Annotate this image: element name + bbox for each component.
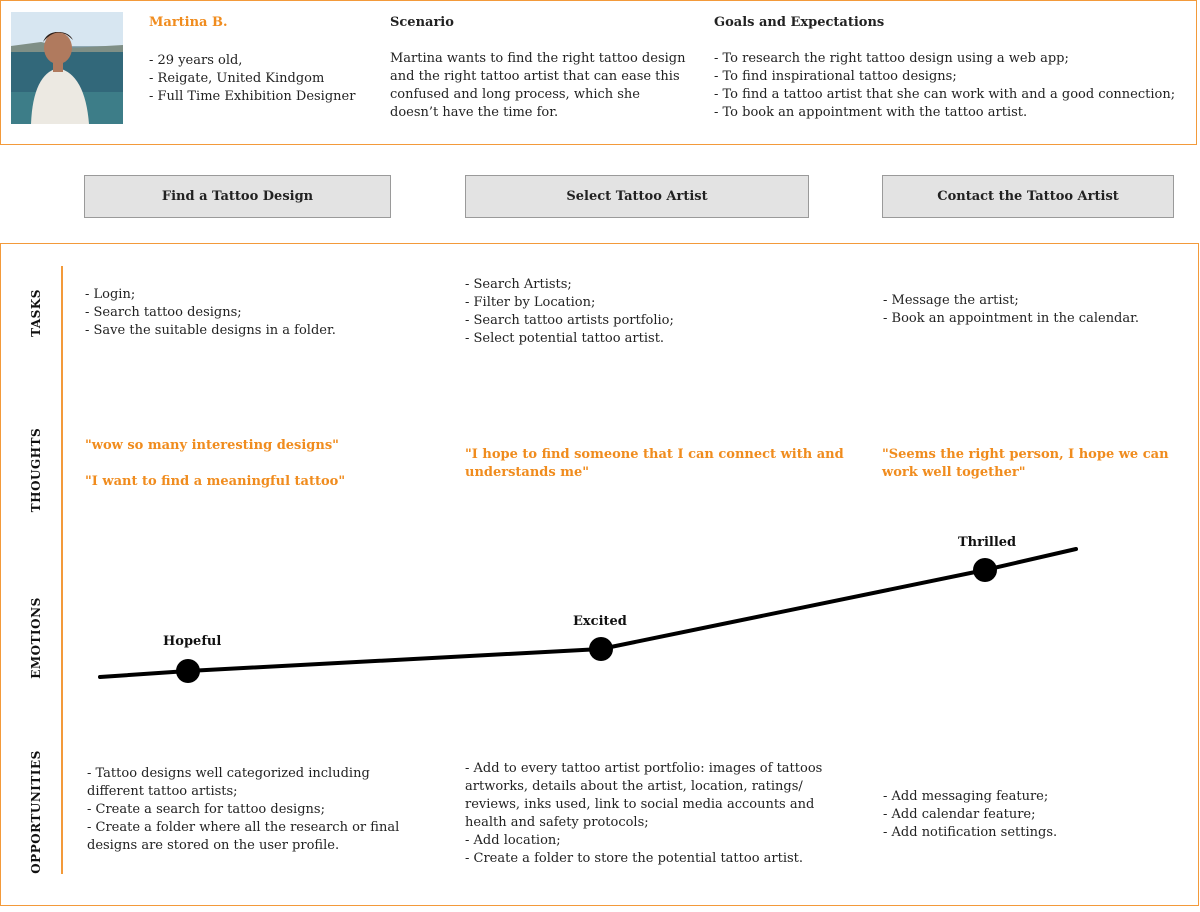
thought-line: "I hope to find someone that I can conne… [465,447,844,462]
thought-line: understands me" [465,465,590,480]
thought-phase-1b: "I want to find a meaningful tattoo" [85,474,346,489]
goal-item: - To find inspirational tattoo designs; [714,69,957,84]
journey-panel [0,243,1199,906]
task-item: - Filter by Location; [465,295,596,310]
emotion-label-excited: Excited [573,614,627,629]
opportunity-item: - Tattoo designs well categorized includ… [87,766,370,781]
thought-line: "Seems the right person, I hope we can [882,447,1169,462]
opportunity-item: - Add calendar feature; [883,807,1036,822]
thought-phase-3: "Seems the right person, I hope we can w… [882,446,1169,482]
emotion-point-hopeful [176,659,200,683]
opportunity-item: - Add location; [465,833,561,848]
goal-item: - To book an appointment with the tattoo… [714,105,1028,120]
opportunity-item: reviews, inks used, link to social media… [465,797,815,812]
persona-panel [0,0,1197,145]
task-item: - Save the suitable designs in a folder. [85,323,336,338]
opportunity-item: - Add to every tattoo artist portfolio: … [465,761,823,776]
opportunities-phase-3: - Add messaging feature; - Add calendar … [883,788,1057,842]
persona-detail: - 29 years old, [149,53,243,68]
scenario-line: confused and long process, which she [390,87,640,102]
scenario-line: doesn’t have the time for. [390,105,559,120]
opportunity-item: designs are stored on the user profile. [87,838,340,853]
person-image [11,12,123,124]
thought-phase-2: "I hope to find someone that I can conne… [465,446,844,482]
opportunity-item: - Create a folder to store the potential… [465,851,804,866]
opportunity-item: health and safety protocols; [465,815,649,830]
scenario-title: Scenario [390,15,454,30]
tasks-phase-3: - Message the artist; - Book an appointm… [883,292,1139,328]
tasks-phase-2: - Search Artists; - Filter by Location; … [465,276,674,348]
opportunities-phase-1: - Tattoo designs well categorized includ… [87,765,399,855]
goal-item: - To find a tattoo artist that she can w… [714,87,1176,102]
emotion-label-thrilled: Thrilled [958,535,1017,550]
persona-photo [11,12,123,124]
persona-details: - 29 years old, - Reigate, United Kindgo… [149,52,355,106]
goals-title: Goals and Expectations [714,15,885,30]
opportunity-item: - Add notification settings. [883,825,1058,840]
task-item: - Book an appointment in the calendar. [883,311,1140,326]
scenario-text: Martina wants to find the right tattoo d… [390,50,685,122]
task-item: - Search tattoo designs; [85,305,242,320]
phase-contact-artist[interactable]: Contact the Tattoo Artist [882,175,1174,218]
scenario-line: and the right tattoo artist that can eas… [390,69,680,84]
phase-find-design[interactable]: Find a Tattoo Design [84,175,391,218]
thought-phase-1a: "wow so many interesting designs" [85,438,339,453]
emotion-point-excited [589,637,613,661]
goal-item: - To research the right tattoo design us… [714,51,1069,66]
tasks-phase-1: - Login; - Search tattoo designs; - Save… [85,286,336,340]
goals-list: - To research the right tattoo design us… [714,50,1175,122]
opportunities-phase-2: - Add to every tattoo artist portfolio: … [465,760,822,868]
thought-line: work well together" [882,465,1026,480]
task-item: - Search tattoo artists portfolio; [465,313,674,328]
persona-name: Martina B. [149,15,228,30]
phase-select-artist[interactable]: Select Tattoo Artist [465,175,809,218]
emotion-line [98,547,1078,679]
persona-detail: - Reigate, United Kindgom [149,71,325,86]
task-item: - Login; [85,287,136,302]
opportunity-item: artworks, details about the artist, loca… [465,779,803,794]
scenario-line: Martina wants to find the right tattoo d… [390,51,686,66]
task-item: - Message the artist; [883,293,1019,308]
opportunity-item: - Add messaging feature; [883,789,1049,804]
opportunity-item: - Create a search for tattoo designs; [87,802,325,817]
emotion-label-hopeful: Hopeful [163,634,222,649]
persona-detail: - Full Time Exhibition Designer [149,89,356,104]
opportunity-item: different tattoo artists; [87,784,238,799]
opportunity-item: - Create a folder where all the research… [87,820,400,835]
emotion-point-thrilled [973,558,997,582]
task-item: - Search Artists; [465,277,572,292]
task-item: - Select potential tattoo artist. [465,331,665,346]
row-divider-line [61,266,63,874]
